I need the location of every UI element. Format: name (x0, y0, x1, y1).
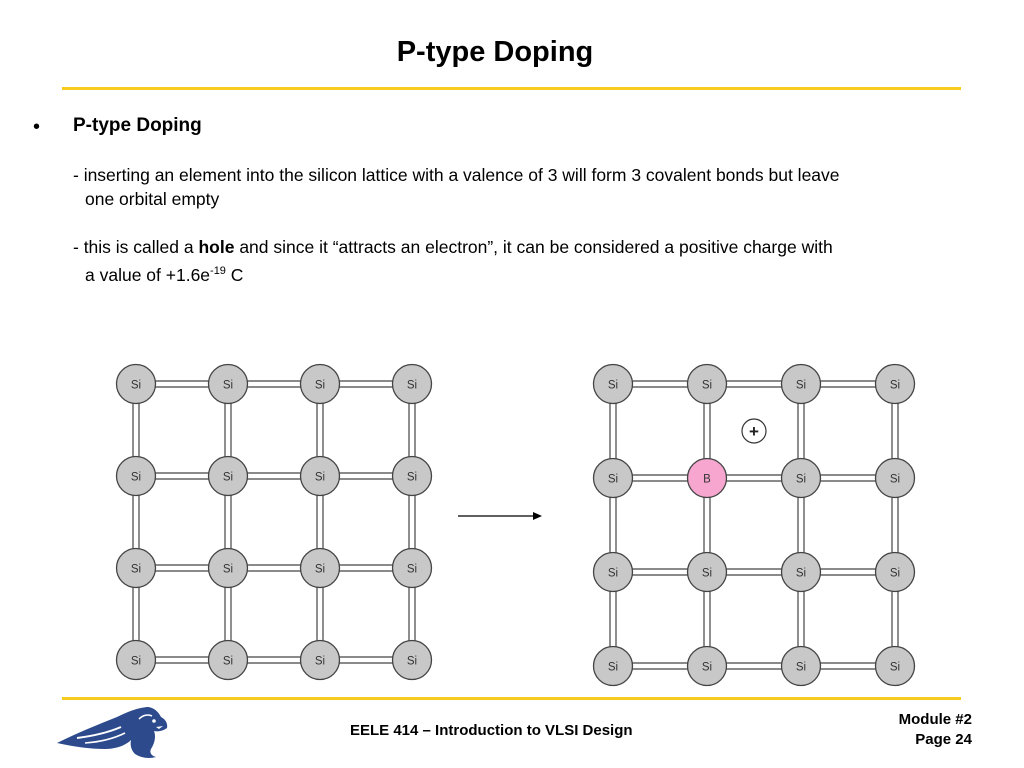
bobcat-logo-icon (57, 707, 168, 758)
bullet-heading: P-type Doping (73, 115, 202, 136)
silicon-atom: Si (207, 639, 249, 681)
silicon-atom: Si (592, 551, 634, 593)
atom-label: Si (407, 564, 417, 576)
boron-atom: B (686, 457, 728, 499)
paragraph-line: a value of +1.6e-19 C (73, 260, 973, 287)
silicon-atom: Si (207, 363, 249, 405)
paragraph-lattice-insertion: - inserting an element into the silicon … (73, 164, 973, 211)
silicon-atom: Si (207, 455, 249, 497)
silicon-atom: Si (299, 363, 341, 405)
paragraph-text: and since it “attracts an electron”, it … (234, 237, 833, 257)
hole-symbol: + (749, 422, 759, 441)
paragraph-text: - this is called a (73, 237, 199, 257)
slide-title: P-type Doping (396, 36, 594, 68)
silicon-atom: Si (391, 455, 433, 497)
footer-page-info: Module #2 Page 24 (899, 710, 972, 750)
silicon-atom: Si (780, 551, 822, 593)
atom-label: Si (702, 662, 712, 674)
paragraph-hole-definition: - this is called a hole and since it “at… (73, 236, 973, 287)
silicon-atom: Si (391, 547, 433, 589)
silicon-atom: Si (391, 639, 433, 681)
atom-label: Si (702, 568, 712, 580)
silicon-atom: Si (115, 363, 157, 405)
paragraph-line: one orbital empty (85, 188, 220, 209)
silicon-atom: Si (686, 551, 728, 593)
atom-label: Si (702, 380, 712, 392)
atom-label: Si (407, 472, 417, 484)
atom-label: Si (315, 380, 325, 392)
atom-label: Si (131, 472, 141, 484)
atom-label: Si (315, 656, 325, 668)
atom-label: Si (131, 656, 141, 668)
paragraph-text: a value of +1.6e (85, 264, 211, 285)
atom-label: Si (131, 564, 141, 576)
atom-label: Si (796, 474, 806, 486)
silicon-atom: Si (780, 363, 822, 405)
silicon-atom: Si (299, 547, 341, 589)
term-hole: hole (198, 237, 235, 257)
atom-label: Si (890, 380, 900, 392)
silicon-atom: Si (299, 455, 341, 497)
hole-icon: + (741, 418, 767, 444)
covalent-bonds (132, 380, 416, 664)
silicon-atom: Si (299, 639, 341, 681)
silicon-atom: Si (592, 363, 634, 405)
bullet-icon: • (33, 116, 41, 138)
atom-label: B (703, 474, 711, 486)
silicon-atom: Si (115, 547, 157, 589)
atom-label: Si (796, 568, 806, 580)
silicon-atom: Si (207, 547, 249, 589)
atom-label: Si (223, 380, 233, 392)
footer-module-number: Module #2 (898, 711, 972, 728)
silicon-atom: Si (874, 645, 916, 687)
atom-label: Si (890, 474, 900, 486)
silicon-atom: Si (686, 363, 728, 405)
silicon-atom: Si (874, 457, 916, 499)
atom-label: Si (407, 380, 417, 392)
atom-label: Si (223, 656, 233, 668)
atom-label: Si (608, 474, 618, 486)
silicon-atom: Si (115, 639, 157, 681)
silicon-atom: Si (780, 645, 822, 687)
atom-label: Si (223, 472, 233, 484)
silicon-atom: Si (874, 363, 916, 405)
atom-label: Si (608, 380, 618, 392)
footer-page-number: Page 24 (915, 731, 972, 748)
atom-label: Si (315, 564, 325, 576)
atom-label: Si (796, 380, 806, 392)
silicon-atom: Si (115, 455, 157, 497)
title-divider (62, 87, 961, 90)
atom-label: Si (407, 656, 417, 668)
silicon-atom: Si (686, 645, 728, 687)
atom-label: Si (796, 662, 806, 674)
exponent: -19 (210, 264, 226, 277)
atom-label: Si (608, 662, 618, 674)
atom-label: Si (608, 568, 618, 580)
silicon-atom: Si (592, 457, 634, 499)
paragraph-text: C (225, 264, 244, 285)
atom-label: Si (315, 472, 325, 484)
silicon-atom: Si (780, 457, 822, 499)
atom-label: Si (890, 568, 900, 580)
transition-arrow-icon (458, 512, 542, 520)
paragraph-line: - inserting an element into the silicon … (73, 165, 840, 185)
silicon-atom: Si (874, 551, 916, 593)
atom-label: Si (890, 662, 900, 674)
atom-label: Si (131, 380, 141, 392)
silicon-atom: Si (391, 363, 433, 405)
footer-course-title: EELE 414 – Introduction to VLSI Design (350, 722, 633, 739)
atom-label: Si (223, 564, 233, 576)
silicon-atom: Si (592, 645, 634, 687)
footer-divider (62, 697, 961, 700)
